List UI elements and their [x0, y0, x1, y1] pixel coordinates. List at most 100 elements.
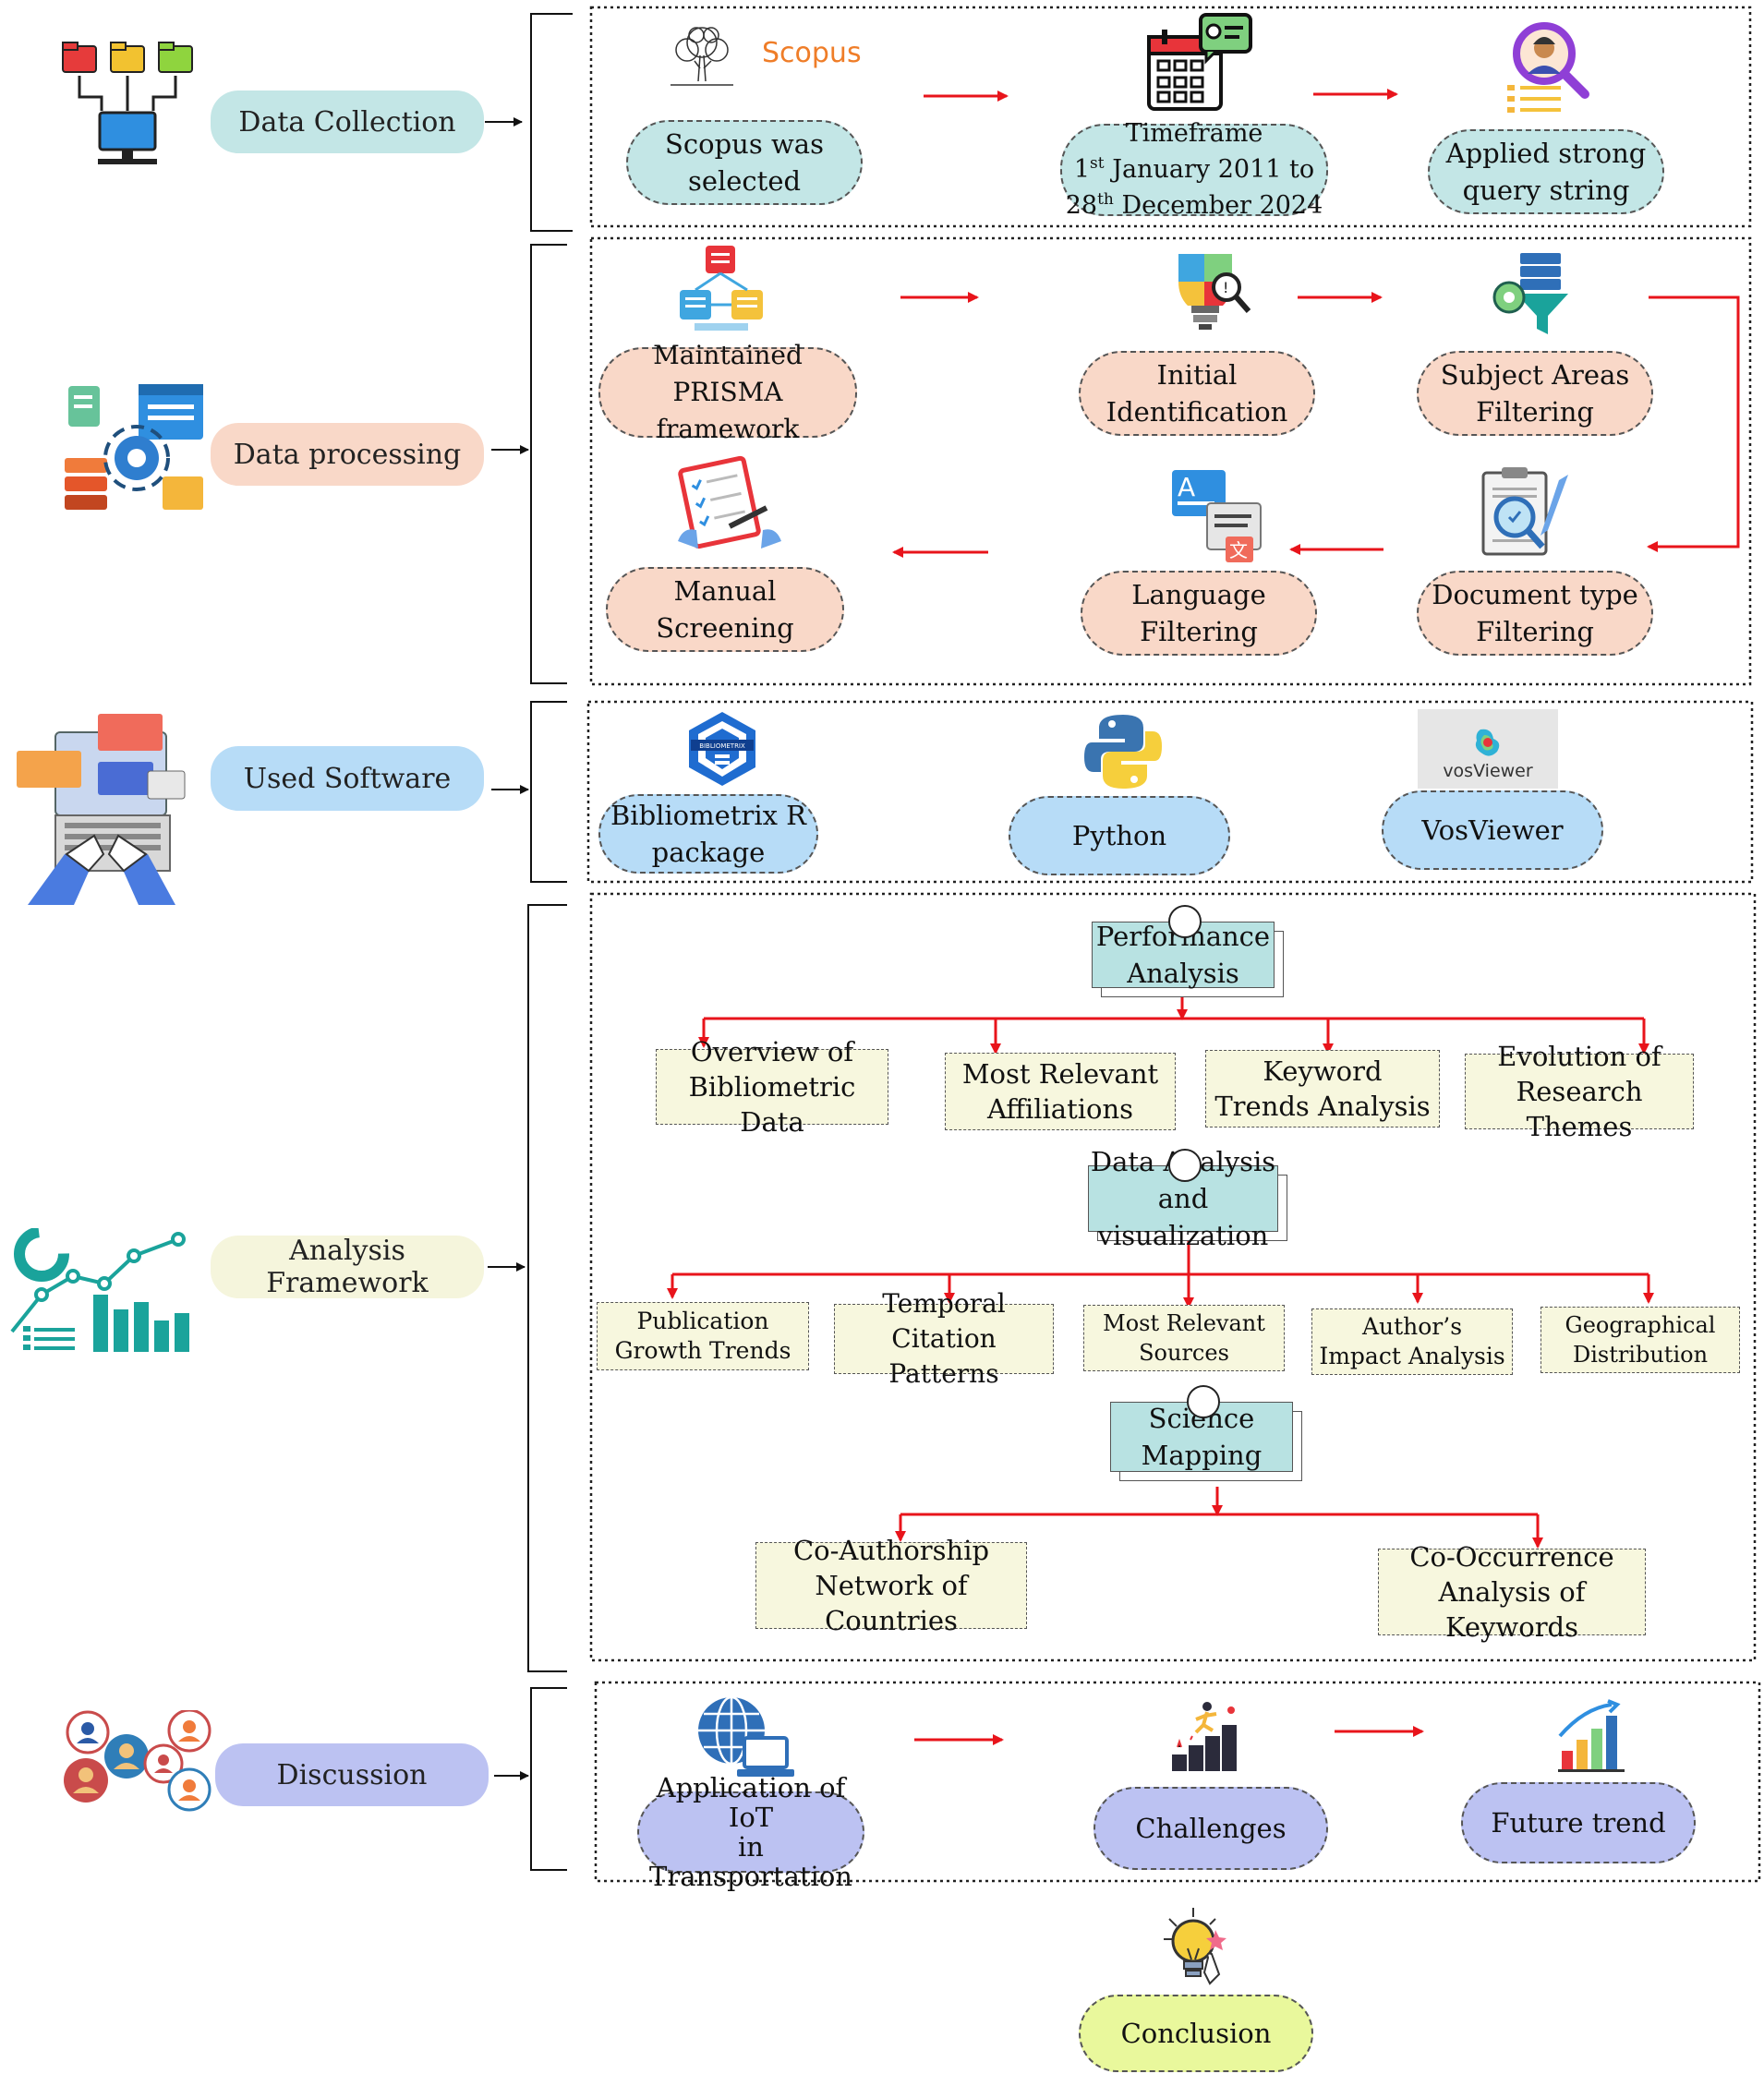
prisma-line-2: PRISMA framework [656, 377, 800, 444]
processing-box [589, 236, 1752, 686]
language-filtering-node: Language Filtering [1081, 571, 1317, 656]
section-used-software: Used Software [211, 746, 484, 811]
folders-to-computer-icon [62, 42, 193, 164]
ring-marker [1168, 905, 1202, 938]
challenges-line-1: Challenges [1135, 1813, 1287, 1844]
ring-marker [1168, 1149, 1202, 1182]
future-trend-node: Future trend [1461, 1782, 1696, 1863]
vosviewer-mark-icon [1475, 729, 1500, 756]
data-analysis-header: Data Analysis and visualization [1088, 1146, 1287, 1251]
globe-laptop-icon [698, 1695, 794, 1777]
query-line-1: Applied strong [1445, 138, 1647, 169]
discussion-people-icon [64, 1710, 211, 1812]
idea-bulb-icon [1164, 1908, 1226, 1985]
discussion-box [594, 1681, 1761, 1883]
manual-screening-node: Manual Screening [606, 567, 844, 652]
search-person-icon [1507, 22, 1589, 113]
document-line-1: Document type [1432, 579, 1638, 610]
language-line-1: Language [1131, 579, 1266, 610]
prisma-line-1: Maintained [653, 340, 803, 370]
performance-line-2: Analysis [1127, 958, 1239, 989]
collection-bracket [530, 13, 567, 232]
svg-text:A: A [1178, 472, 1195, 502]
section-data-processing: Data processing [211, 423, 484, 486]
timeframe-node: Timeframe 1st January 2011 to 28th Decem… [1060, 119, 1328, 220]
collection-box [589, 6, 1752, 228]
processing-bracket [530, 244, 567, 684]
document-type-node: Document type Filtering [1417, 571, 1653, 656]
initial-line-1: Initial [1156, 359, 1238, 391]
svg-text:!: ! [1223, 279, 1228, 296]
vosviewer-line-1: VosViewer [1421, 814, 1564, 846]
python-node: Python [1009, 796, 1230, 875]
iot-line-1: Application of IoT [656, 1772, 846, 1833]
translate-chat-icon: A 文 [1172, 470, 1262, 562]
lightbulb-puzzle-icon: ! [1178, 254, 1251, 330]
software-bracket [530, 701, 567, 883]
initial-identification-node: Initial Identification [1079, 351, 1315, 436]
section-data-collection: Data Collection [211, 90, 484, 153]
challenges-node: Challenges [1093, 1787, 1328, 1870]
performance-analysis-header: Performance Analysis [1092, 905, 1284, 997]
manual-line-1: Manual Screening [656, 575, 794, 644]
analysis-bracket [527, 904, 567, 1672]
language-line-2: Filtering [1140, 616, 1258, 647]
iot-line-2: in Transportation [649, 1831, 852, 1892]
science-line-2: Mapping [1141, 1440, 1263, 1471]
calendar-chat-icon [1147, 13, 1252, 111]
science-mapping-header: Science Mapping [1110, 1385, 1302, 1481]
prisma-node: Maintained PRISMA framework [598, 340, 857, 444]
conclusion-node: Conclusion [1079, 1995, 1313, 2072]
bibliometrix-node: Bibliometrix R package [598, 794, 818, 874]
document-line-2: Filtering [1476, 616, 1594, 647]
iot-transportation-node: Application of IoT in Transportation [637, 1773, 864, 1891]
scopus-selected-line-2: selected [687, 165, 802, 197]
clipboard-check-icon [678, 455, 781, 549]
prisma-flow-icon [680, 246, 763, 331]
python-logo-icon [1084, 715, 1162, 789]
bibliometrix-hexagon-icon: BIBLIOMETRIX [689, 712, 755, 786]
timeframe-title: Timeframe [1125, 119, 1263, 148]
server-funnel-icon [1492, 253, 1568, 334]
bibliometrix-line-2: package [651, 837, 766, 868]
scopus-selected-line-1: Scopus was [665, 128, 824, 160]
software-box [586, 700, 1754, 884]
vosviewer-node: VosViewer [1382, 790, 1603, 870]
query-line-2: query string [1462, 175, 1630, 206]
query-string-node: Applied strong query string [1428, 129, 1664, 214]
future-line-1: Future trend [1491, 1807, 1666, 1839]
svg-text:文: 文 [1229, 539, 1248, 561]
vosviewer-logo-text: vosViewer [1443, 761, 1533, 781]
vosviewer-logo-icon: vosViewer [1418, 709, 1558, 789]
bibliometrix-line-1: Bibliometrix R [610, 800, 807, 831]
discussion-bracket [530, 1687, 567, 1871]
analytics-chart-icon [10, 1228, 189, 1352]
section-discussion: Discussion [215, 1743, 489, 1806]
ring-marker [1187, 1385, 1220, 1418]
laptop-coding-icon [17, 714, 186, 905]
data-viz-line-2: and visualization [1097, 1183, 1269, 1251]
clipboard-magnifier-icon [1481, 467, 1568, 556]
analysis-box [589, 892, 1757, 1662]
timeframe-start: 1st January 2011 to [1073, 154, 1315, 184]
server-gear-icon [65, 384, 203, 510]
scopus-selected-node: Scopus was selected [626, 120, 863, 205]
bibliometrix-logo-text: BIBLIOMETRIX [699, 742, 745, 750]
subject-areas-node: Subject Areas Filtering [1417, 351, 1653, 436]
scopus-tree-icon [671, 27, 733, 86]
timeframe-end: 28th December 2024 [1065, 190, 1323, 220]
initial-line-2: Identification [1106, 396, 1288, 428]
section-analysis-framework: Analysis Framework [211, 1235, 484, 1299]
